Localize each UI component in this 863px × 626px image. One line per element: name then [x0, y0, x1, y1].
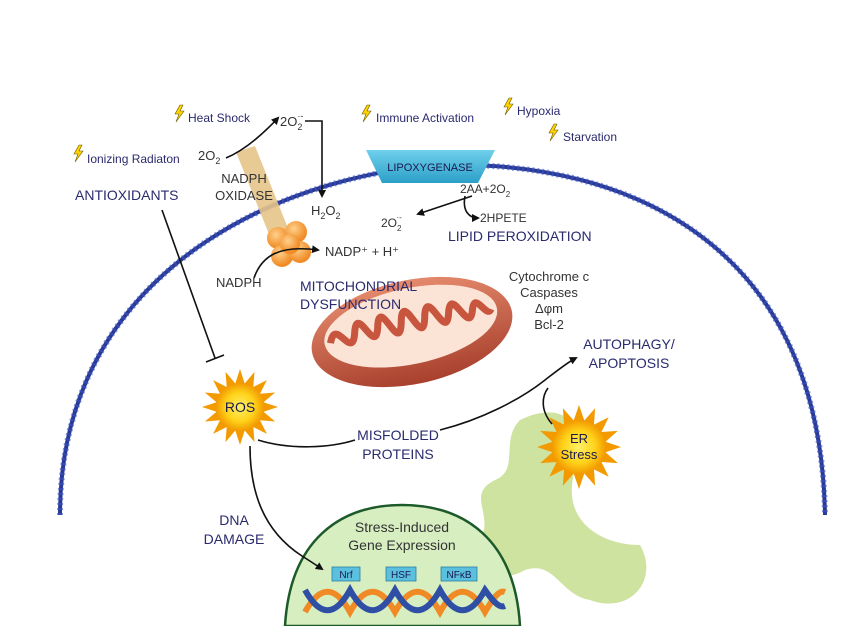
label-nadph: NADPH: [216, 275, 262, 290]
label-mito-dysfunction-line2: DYSFUNCTION: [300, 296, 401, 312]
stimulus-immune-activation: Immune Activation: [361, 104, 474, 125]
ros-sun: ROS: [202, 369, 278, 445]
tf-nfkb: NFκB: [440, 566, 478, 582]
tf-nrf-label: Nrf: [339, 570, 353, 581]
tf-hsf: HSF: [385, 566, 417, 582]
stimulus-hypoxia-label: Hypoxia: [517, 104, 561, 118]
stimulus-hypoxia: Hypoxia: [503, 97, 561, 118]
label-superoxide-lower: 2O2·-: [381, 213, 402, 233]
lightning-icon: [361, 104, 372, 123]
tf-hsf-label: HSF: [391, 570, 411, 581]
ros-label: ROS: [225, 399, 255, 415]
label-cytochrome-c: Cytochrome c: [509, 269, 590, 284]
stimulus-ionizing-radiation-label: Ionizing Radiaton: [87, 152, 180, 166]
label-dna-damage-line2: DAMAGE: [204, 531, 265, 547]
label-autophagy-line1: AUTOPHAGY/: [583, 336, 675, 352]
endoplasmic-reticulum: [478, 412, 647, 604]
er-stress-sun: ER Stress: [537, 405, 621, 489]
stimulus-starvation-label: Starvation: [563, 130, 617, 144]
label-hpete: 2HPETE: [480, 211, 527, 225]
lipoxygenase-label: LIPOXYGENASE: [387, 162, 473, 174]
stimulus-heat-shock-label: Heat Shock: [188, 111, 251, 125]
label-nadph-oxidase-line1: NADPH: [221, 171, 267, 186]
label-nadp: NADP⁺ + H⁺: [325, 244, 399, 259]
nucleus-title-line1: Stress-Induced: [355, 519, 449, 535]
stimulus-immune-activation-label: Immune Activation: [376, 111, 474, 125]
label-delta-phi: Δφm: [535, 301, 563, 316]
label-superoxide-top: 2O2·-: [280, 111, 303, 132]
label-bcl2: Bcl-2: [534, 317, 564, 332]
nadph-oxidase-complex: [236, 146, 311, 267]
er-stress-label-line1: ER: [570, 431, 588, 446]
label-antioxidants: ANTIOXIDANTS: [75, 187, 178, 203]
stimulus-ionizing-radiation: Ionizing Radiaton: [73, 144, 180, 166]
dna-helix: [302, 583, 507, 619]
tf-nrf: Nrf: [331, 566, 361, 582]
er-stress-label-line2: Stress: [561, 447, 598, 462]
label-autophagy-line2: APOPTOSIS: [589, 355, 670, 371]
label-nadph-oxidase-line2: OXIDASE: [215, 188, 273, 203]
label-two-o2: 2O2: [198, 148, 220, 166]
label-lipid-peroxidation: LIPID PEROXIDATION: [448, 228, 592, 244]
stimulus-starvation: Starvation: [548, 123, 617, 144]
lightning-icon: [503, 97, 514, 116]
lipoxygenase-enzyme: LIPOXYGENASE: [366, 150, 495, 183]
label-aa-o2: 2AA+2O2: [460, 182, 511, 199]
pathway-arrows: [161, 116, 578, 571]
lightning-icon: [548, 123, 559, 142]
mitochondrion: [311, 276, 513, 388]
label-h2o2: H2O2: [311, 203, 341, 221]
lightning-icon: [174, 104, 185, 123]
label-misfolded-line2: PROTEINS: [362, 446, 434, 462]
tf-nfkb-label: NFκB: [447, 570, 472, 581]
lightning-icon: [73, 144, 84, 163]
label-misfolded-line1: MISFOLDED: [357, 427, 439, 443]
nucleus-title-line2: Gene Expression: [348, 537, 455, 553]
label-mito-dysfunction-line1: MITOCHONDRIAL: [300, 278, 417, 294]
label-caspases: Caspases: [520, 285, 578, 300]
stimulus-heat-shock: Heat Shock: [174, 104, 251, 125]
label-dna-damage-line1: DNA: [219, 512, 249, 528]
